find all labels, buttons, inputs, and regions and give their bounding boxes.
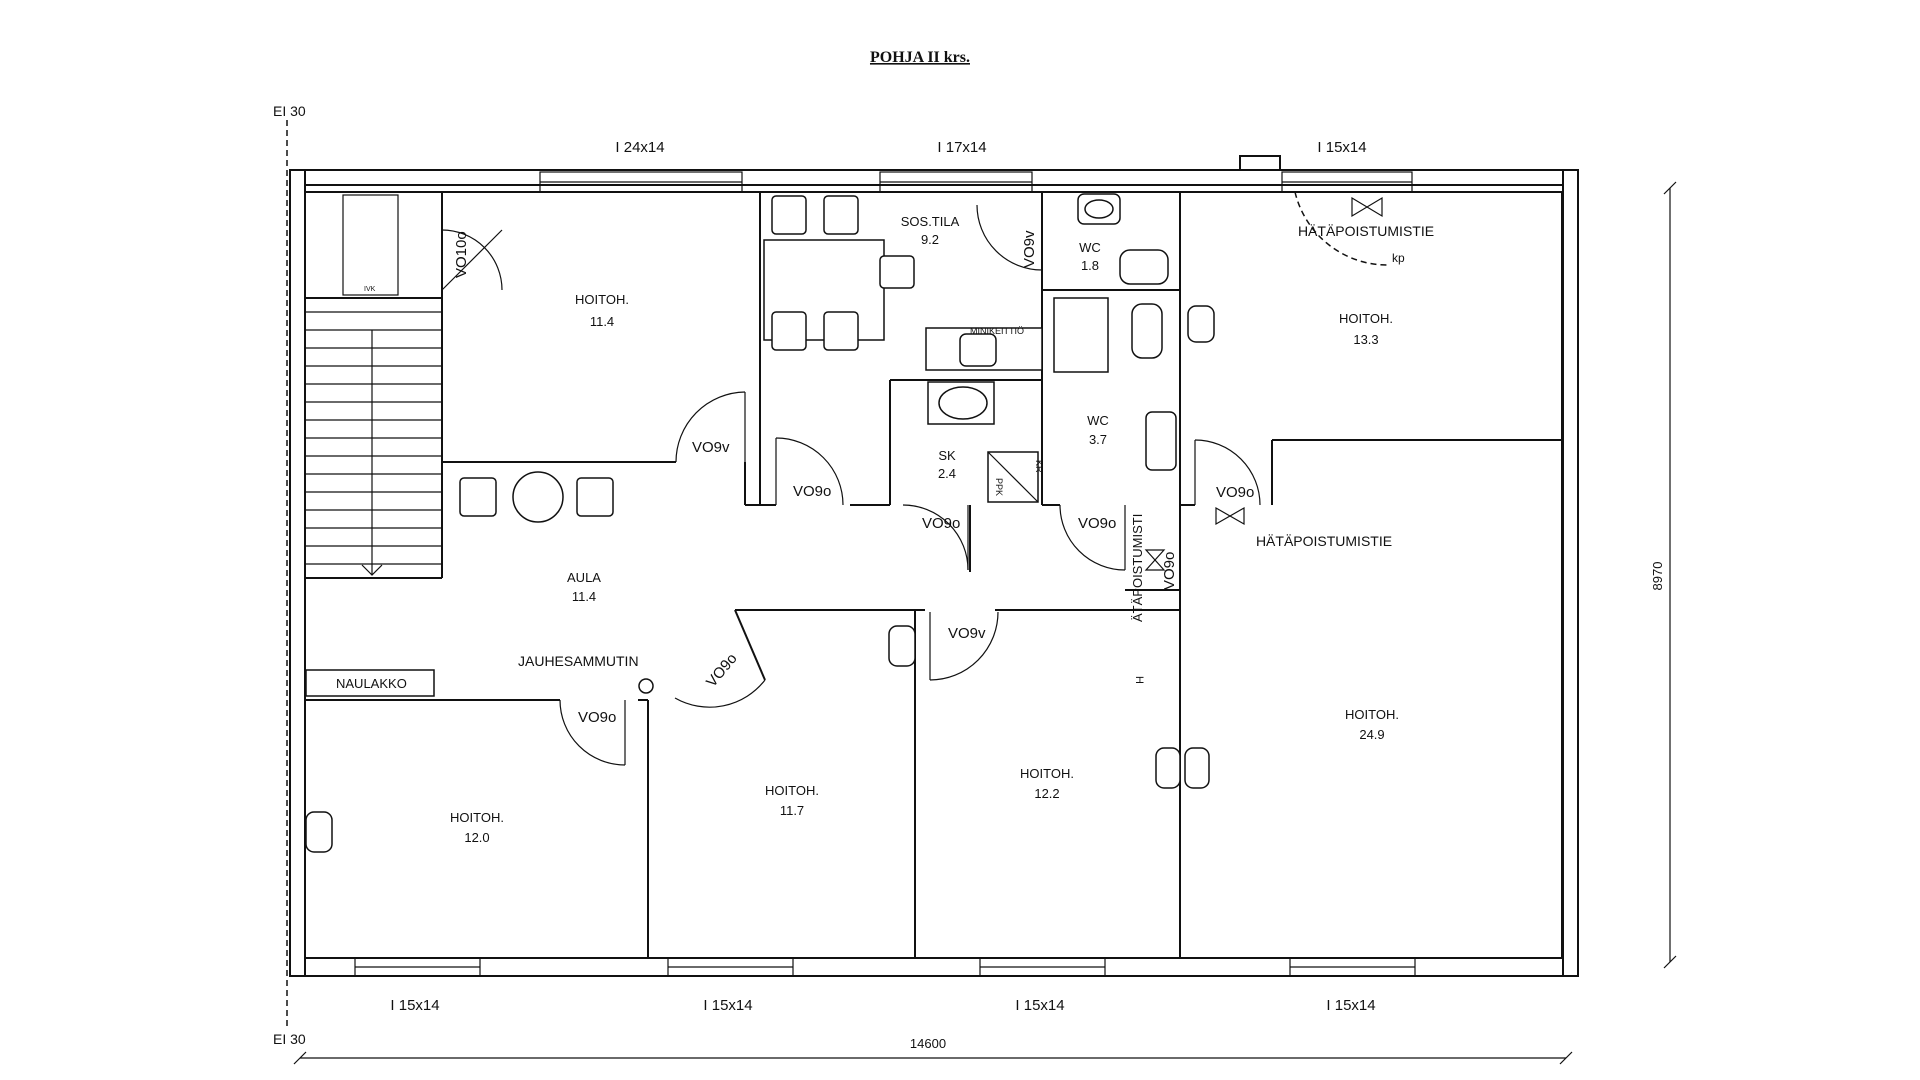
bottom-windows: [354, 957, 1416, 977]
minikeittio-label: MINIKEITTIÖ: [970, 326, 1024, 336]
door-code: VO9o: [703, 650, 741, 690]
h-mark: H: [1133, 676, 1145, 684]
room-name: HOITOH.: [450, 810, 504, 825]
width-dimension: 14600: [910, 1036, 946, 1051]
room-area: 12.0: [464, 830, 489, 845]
window-label-bottom-2: I 15x14: [703, 997, 752, 1014]
room-name: HOITOH.: [1020, 766, 1074, 781]
room-name: HOITOH.: [765, 783, 819, 798]
fire-class-label-top: EI 30: [273, 103, 306, 119]
emergency-exit-label: HÄTÄPOISTUMISTIE: [1298, 223, 1434, 239]
kr-label: KR: [1034, 460, 1044, 473]
room-area: 9.2: [921, 232, 939, 247]
fire-extinguisher-label: JAUHESAMMUTIN: [518, 653, 639, 669]
room-name: HOITOH.: [1345, 707, 1399, 722]
room-name: SK: [938, 448, 956, 463]
interior-walls: [305, 192, 1562, 958]
emergency-exit-icons: [1144, 196, 1383, 571]
door-code: VO9v: [948, 625, 986, 642]
outer-walls: [289, 155, 1579, 977]
room-area: 1.8: [1081, 258, 1099, 273]
top-windows: [539, 171, 1413, 193]
window-label-top-1: I 24x14: [615, 139, 664, 156]
dimension-lines: [293, 181, 1677, 1065]
room-name: HOITOH.: [575, 292, 629, 307]
room-name: SOS.TILA: [901, 214, 960, 229]
room-area: 24.9: [1359, 727, 1384, 742]
window-label-top-2: I 17x14: [937, 139, 986, 156]
window-label-bottom-4: I 15x14: [1326, 997, 1375, 1014]
plan-title: POHJA II krs.: [870, 49, 970, 66]
door-code: VO9o: [1078, 515, 1116, 532]
room-name: WC: [1079, 240, 1101, 255]
door-code: VO10o: [453, 231, 470, 278]
room-area: 11.4: [572, 589, 596, 604]
window-label-bottom-3: I 15x14: [1015, 997, 1064, 1014]
ivk-label: IVK: [364, 286, 376, 293]
height-dimension: 8970: [1650, 562, 1665, 591]
ppk-label: PPK: [994, 478, 1004, 496]
door-code: VO9o: [1161, 552, 1178, 590]
door-code: VO9o: [1216, 484, 1254, 501]
door-code: VO9v: [692, 439, 730, 456]
room-area: 11.7: [780, 803, 804, 818]
window-label-top-3: I 15x14: [1317, 139, 1366, 156]
naulakko-label: NAULAKKO: [336, 676, 407, 691]
door-swings: [441, 191, 1391, 766]
fire-class-label-bottom: EI 30: [273, 1031, 306, 1047]
room-name: AULA: [567, 570, 601, 585]
room-area: 13.3: [1353, 332, 1378, 347]
room-area: 2.4: [938, 466, 956, 481]
room-name: WC: [1087, 413, 1109, 428]
door-code: VO9v: [1021, 230, 1038, 268]
emergency-exit-label: HÄTÄPOISTUMISTIE: [1256, 533, 1392, 549]
emergency-exit-label-vertical: ÄTÄPOISTUMISTI: [1130, 514, 1145, 622]
room-area: 3.7: [1089, 432, 1107, 447]
furniture: [305, 193, 1215, 853]
stairs: [305, 311, 442, 576]
door-code: VO9o: [793, 483, 831, 500]
room-area: 11.4: [590, 314, 614, 329]
door-code: VO9o: [578, 709, 616, 726]
room-area: 12.2: [1034, 786, 1059, 801]
room-name: HOITOH.: [1339, 311, 1393, 326]
kp-label: kp: [1392, 251, 1405, 265]
window-label-bottom-1: I 15x14: [390, 997, 439, 1014]
door-code: VO9o: [922, 515, 960, 532]
